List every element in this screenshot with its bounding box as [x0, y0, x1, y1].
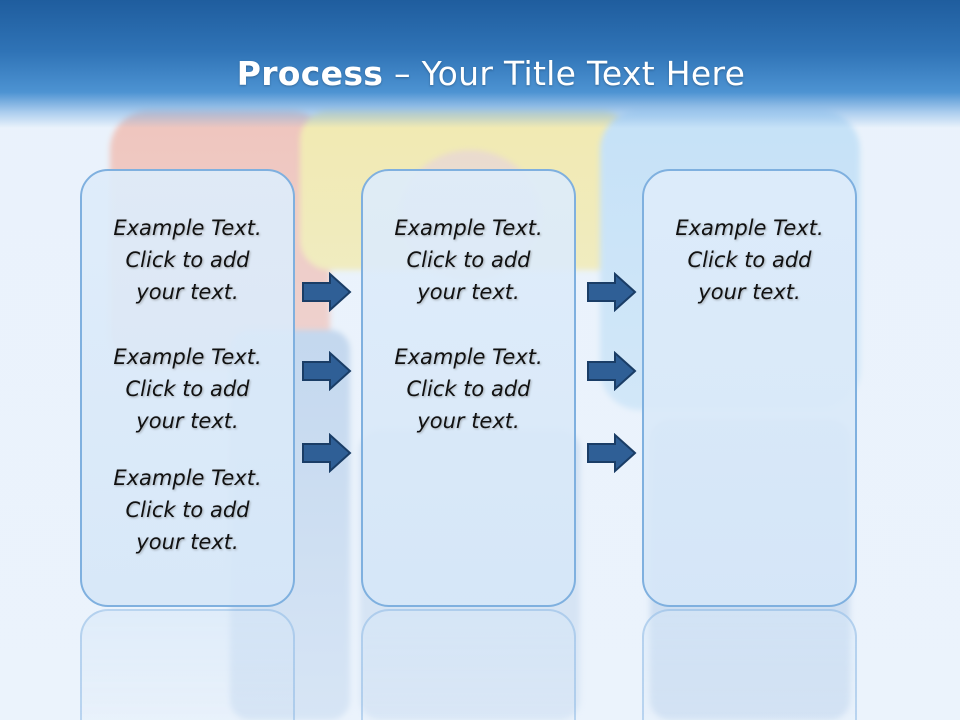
right-arrow-icon: [587, 433, 637, 473]
text-line: Example Text.: [113, 466, 262, 490]
text-line: your text.: [136, 280, 239, 304]
text-line: Click to add: [406, 377, 531, 401]
process-panel-1[interactable]: Example Text. Click to add your text. Ex…: [80, 169, 295, 607]
title-bold: Process: [236, 54, 384, 93]
text-line: your text.: [417, 280, 520, 304]
text-line: Click to add: [125, 377, 250, 401]
right-arrow-icon: [302, 351, 352, 391]
text-line: Click to add: [125, 498, 250, 522]
panel-reflection: [642, 609, 857, 720]
title-rest: – Your Title Text Here: [383, 54, 746, 93]
panel-reflection: [80, 609, 295, 720]
text-block[interactable]: Example Text. Click to add your text.: [82, 212, 293, 308]
text-block[interactable]: Example Text. Click to add your text.: [363, 212, 574, 308]
text-line: Example Text.: [394, 345, 543, 369]
text-block[interactable]: Example Text. Click to add your text.: [82, 341, 293, 437]
text-line: your text.: [417, 409, 520, 433]
text-line: Example Text.: [113, 216, 262, 240]
process-panel-2[interactable]: Example Text. Click to add your text. Ex…: [361, 169, 576, 607]
text-line: Click to add: [125, 248, 250, 272]
text-line: your text.: [136, 409, 239, 433]
panel-reflection: [361, 609, 576, 720]
process-panel-3[interactable]: Example Text. Click to add your text.: [642, 169, 857, 607]
text-line: your text.: [698, 280, 801, 304]
text-line: Click to add: [406, 248, 531, 272]
slide-title[interactable]: Process – Your Title Text Here: [0, 54, 960, 93]
text-block[interactable]: Example Text. Click to add your text.: [82, 462, 293, 558]
right-arrow-icon: [302, 433, 352, 473]
title-band: [0, 0, 960, 128]
text-line: Example Text.: [113, 345, 262, 369]
text-block[interactable]: Example Text. Click to add your text.: [363, 341, 574, 437]
text-line: Example Text.: [675, 216, 824, 240]
text-line: Example Text.: [394, 216, 543, 240]
text-block[interactable]: Example Text. Click to add your text.: [644, 212, 855, 308]
text-line: your text.: [136, 530, 239, 554]
right-arrow-icon: [587, 272, 637, 312]
text-line: Click to add: [687, 248, 812, 272]
right-arrow-icon: [302, 272, 352, 312]
right-arrow-icon: [587, 351, 637, 391]
